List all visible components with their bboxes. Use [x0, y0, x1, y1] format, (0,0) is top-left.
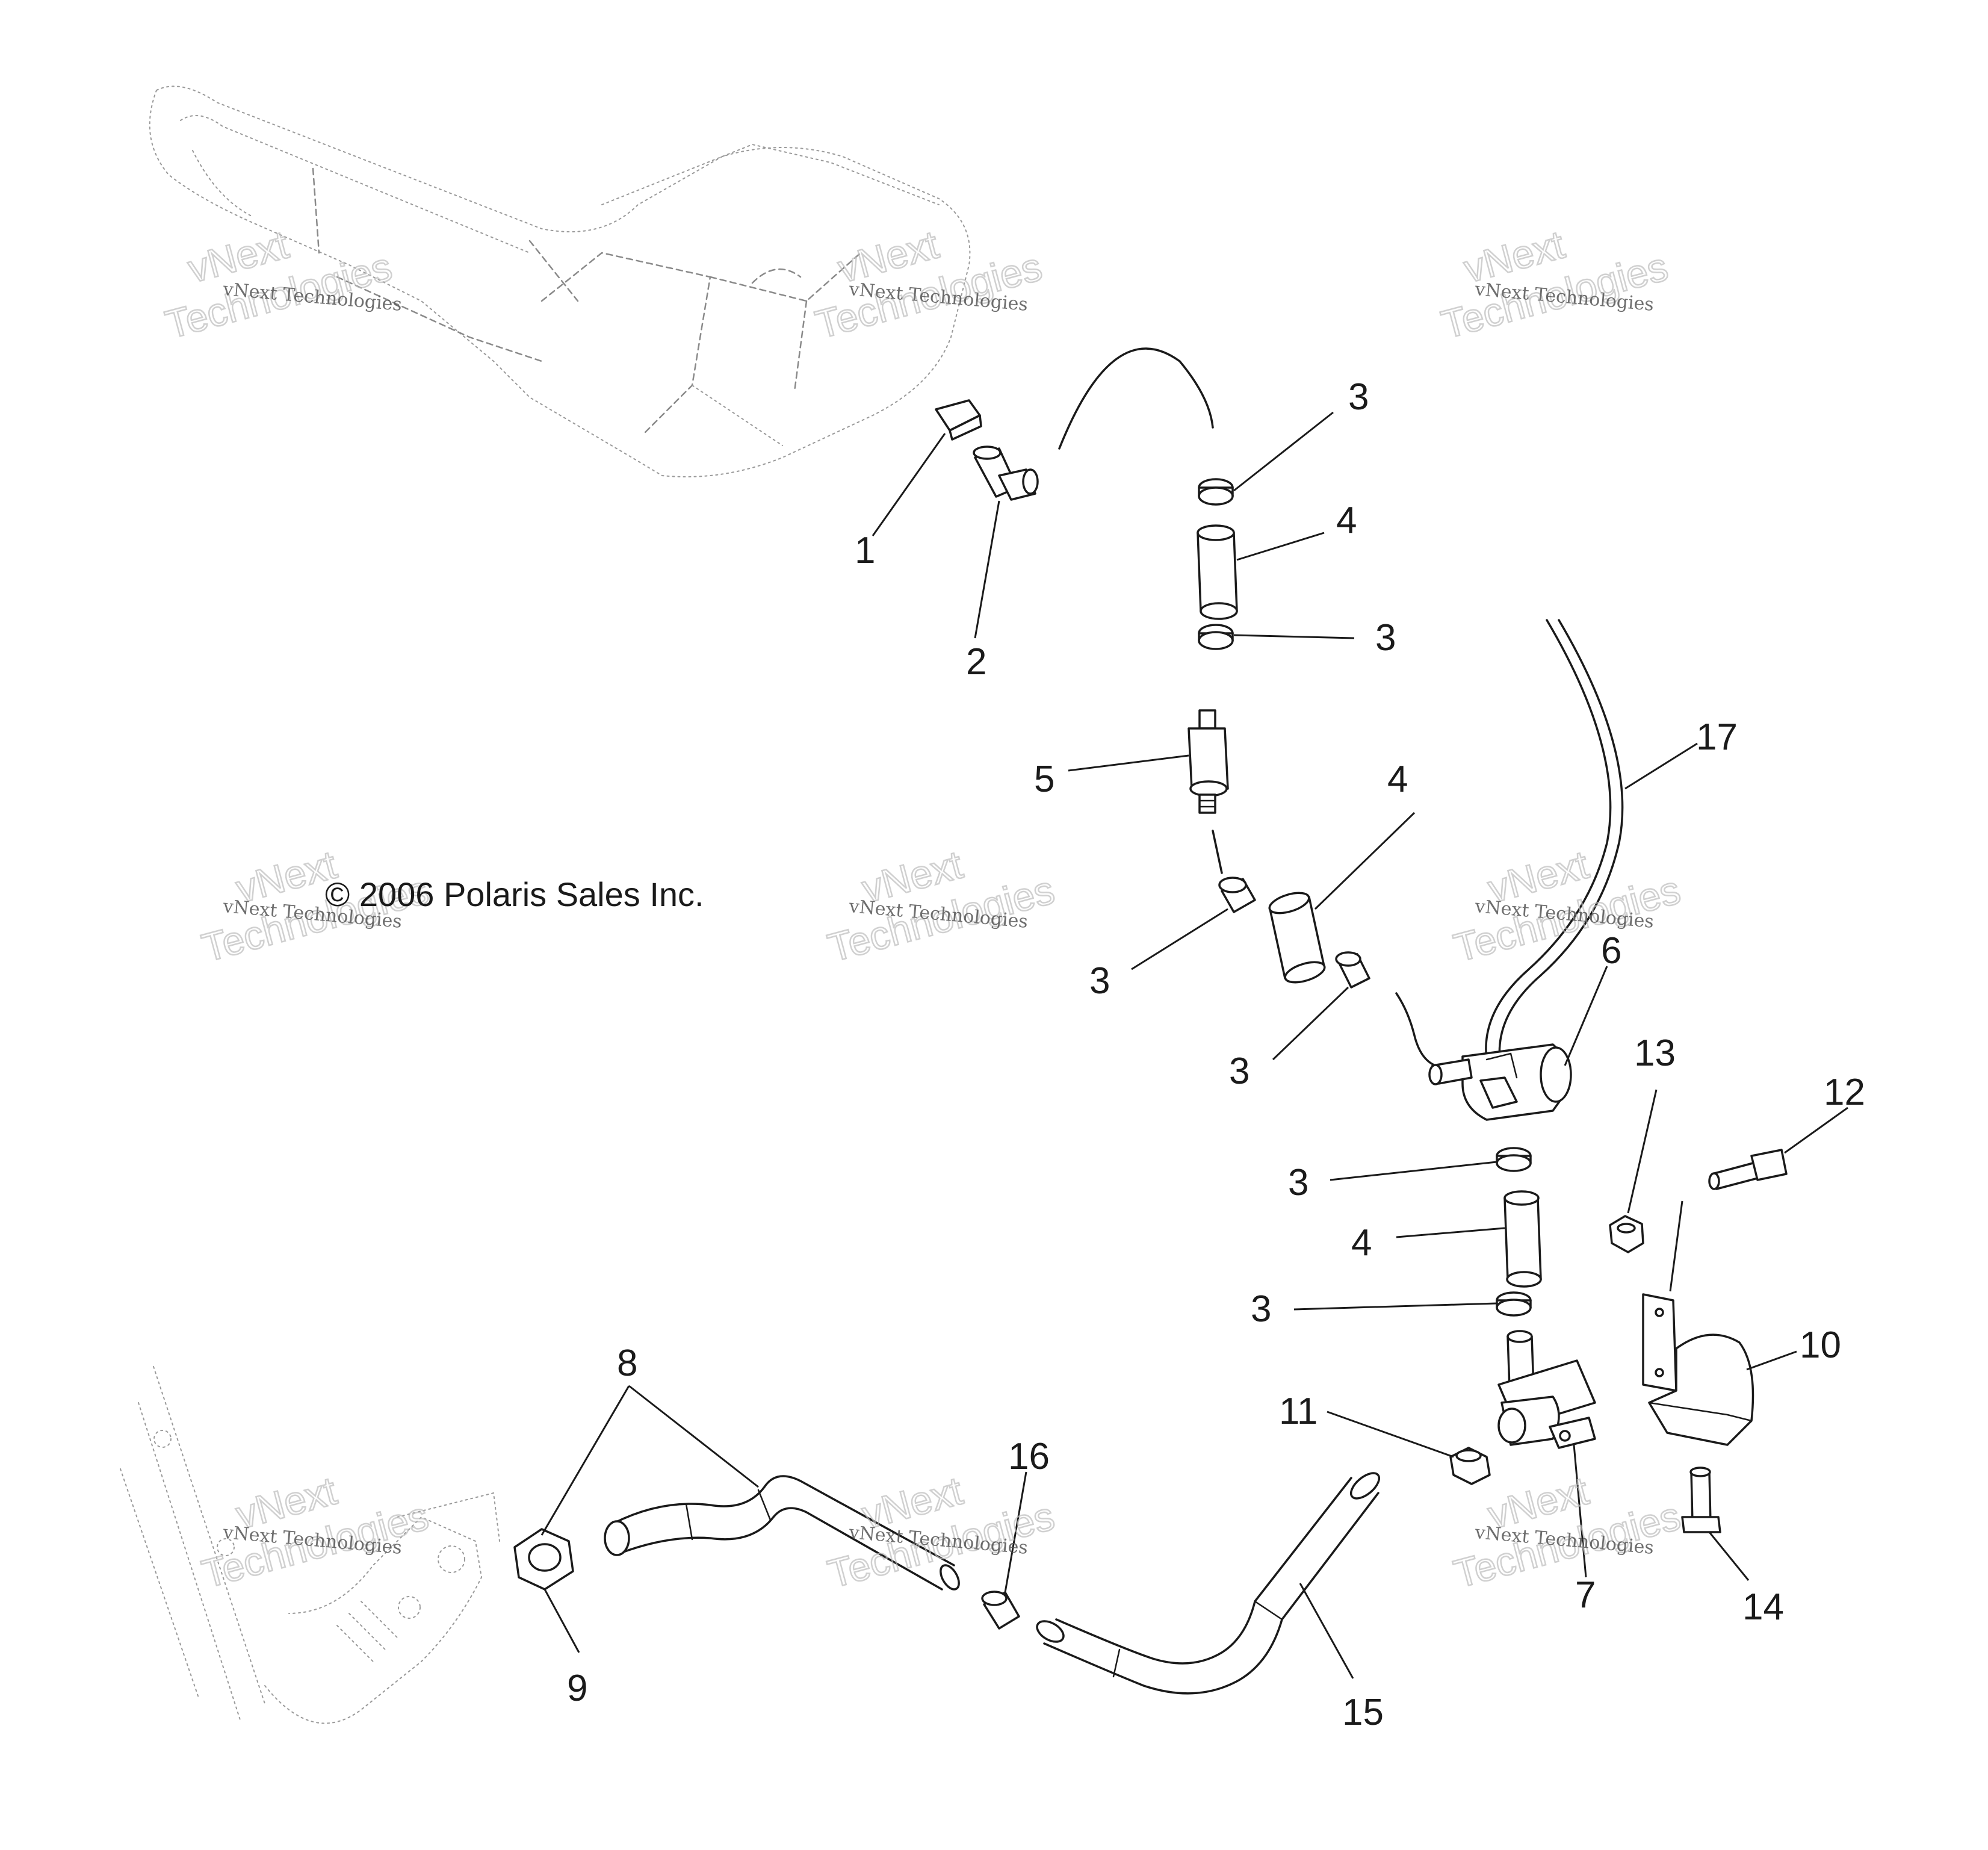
callout-8: 8	[617, 1342, 637, 1384]
callout-13: 13	[1634, 1032, 1676, 1074]
callout-3: 3	[1251, 1288, 1271, 1330]
callout-17: 17	[1696, 716, 1738, 758]
hose-clamp-part	[1198, 624, 1234, 650]
callout-11: 11	[1279, 1391, 1318, 1432]
callout-7: 7	[1575, 1574, 1596, 1616]
air-valve-part	[1497, 1330, 1596, 1449]
callout-14: 14	[1742, 1586, 1784, 1628]
callout-3: 3	[1375, 617, 1396, 659]
hose-clamp-part	[1335, 951, 1370, 989]
vent-hose-line	[1058, 347, 1214, 450]
hose-segment-part	[1268, 892, 1326, 984]
callout-labels: 1 2 3 4 3 5 4 17 3 6 3 13 12 3 4 3 10 8 …	[567, 376, 1865, 1733]
inline-filter-part	[1188, 709, 1229, 814]
callout-2: 2	[966, 641, 986, 683]
hose-clamp-part	[1198, 478, 1234, 506]
callout-4: 4	[1351, 1222, 1372, 1264]
callout-4: 4	[1336, 500, 1357, 541]
callout-6: 6	[1601, 930, 1621, 972]
callout-3: 3	[1089, 960, 1110, 1002]
hose-line	[1212, 830, 1223, 874]
nut-part	[1609, 1215, 1644, 1253]
hose-clamp-part	[981, 1591, 1020, 1630]
hose-segment-part	[1503, 1190, 1542, 1288]
callout-3: 3	[1348, 376, 1369, 418]
callout-5: 5	[1034, 759, 1054, 800]
watermark-group: vNext Technologies vNext Technologies vN…	[160, 221, 1685, 1597]
callout-16: 16	[1008, 1436, 1050, 1477]
hose-clamp-part	[1496, 1147, 1532, 1172]
grommet-part	[935, 399, 982, 441]
exhaust-nut-part	[513, 1528, 574, 1591]
callout-3: 3	[1288, 1162, 1308, 1203]
fuel-tank-phantom-icon	[149, 85, 971, 477]
callout-12: 12	[1824, 1072, 1865, 1113]
copyright-text: © 2006 Polaris Sales Inc.	[325, 875, 704, 913]
hose-line	[1395, 992, 1437, 1067]
elbow-fitting-part	[973, 445, 1039, 501]
hose-segment-part	[1197, 524, 1238, 620]
exhaust-manifold-phantom-icon	[120, 1366, 500, 1724]
callout-4: 4	[1387, 759, 1408, 800]
mounting-bracket-part	[1642, 1293, 1754, 1446]
callout-9: 9	[567, 1668, 587, 1709]
pulse-valve-part	[1428, 1043, 1572, 1121]
callout-10: 10	[1800, 1324, 1841, 1366]
bolt-part	[1708, 1149, 1788, 1190]
hose-clamp-part	[1496, 1291, 1532, 1317]
hose-clamp-part	[1218, 877, 1256, 913]
bolt-part	[1681, 1467, 1721, 1533]
callout-15: 15	[1342, 1692, 1384, 1733]
nut-part	[1449, 1447, 1491, 1485]
bottom-hose-part	[1036, 1472, 1381, 1695]
callout-3: 3	[1229, 1051, 1249, 1092]
callout-1: 1	[855, 530, 875, 571]
air-pipe-part	[604, 1475, 960, 1591]
long-hose-part	[1485, 619, 1612, 1061]
